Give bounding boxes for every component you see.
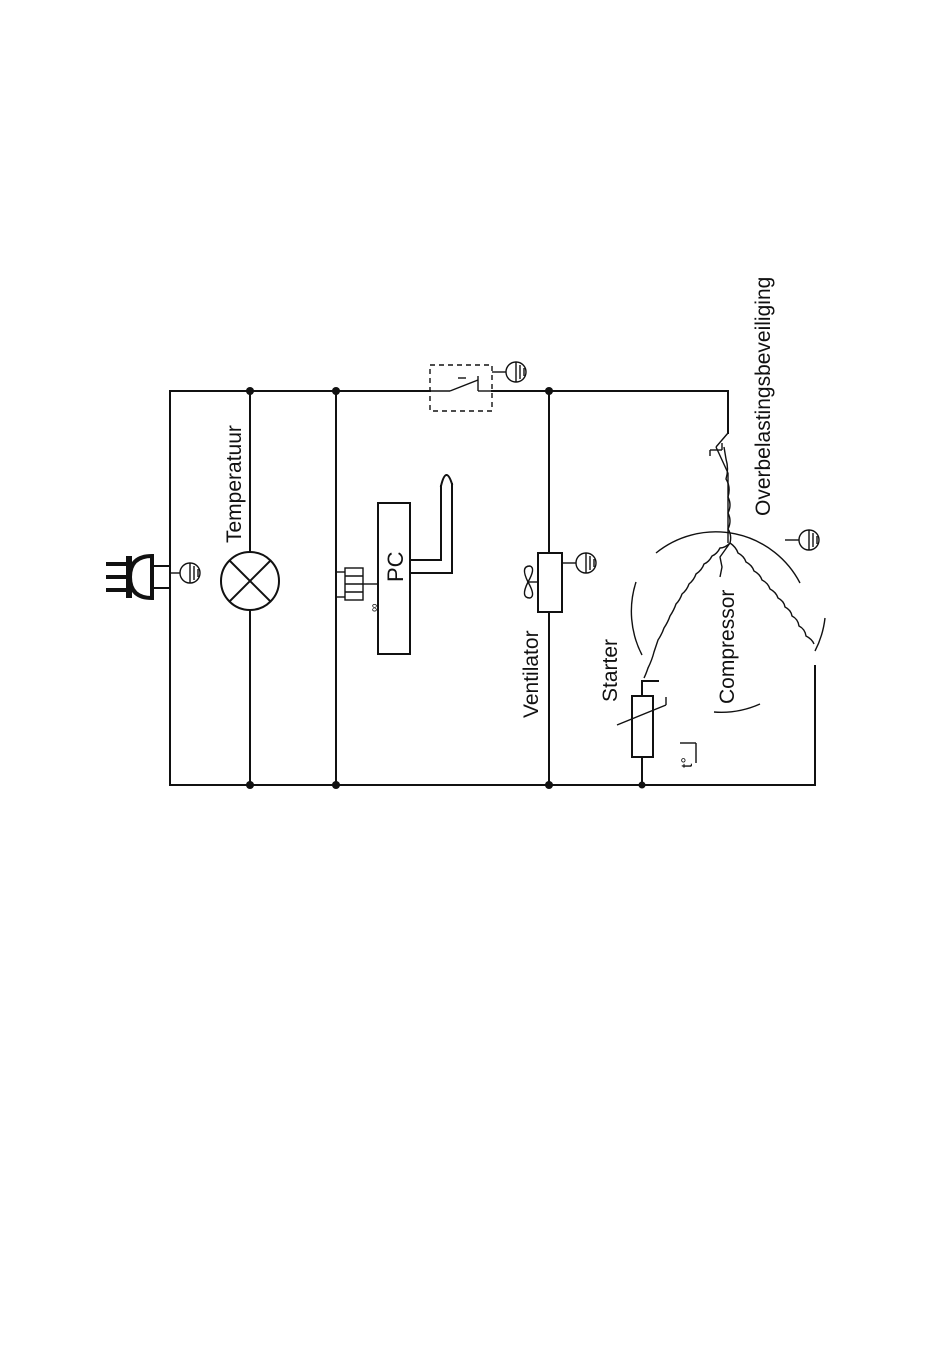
label-temperatuur: Temperatuur bbox=[223, 425, 246, 543]
door-switch bbox=[430, 365, 492, 411]
label-pc: PC bbox=[383, 551, 408, 582]
junction-dots bbox=[246, 387, 646, 789]
lamp-icon bbox=[221, 552, 279, 610]
label-starter: Starter bbox=[599, 639, 622, 702]
ground-icon bbox=[492, 362, 526, 382]
ventilator bbox=[528, 553, 562, 612]
ground-icon bbox=[562, 553, 596, 573]
starter bbox=[617, 681, 696, 763]
ground-icon bbox=[785, 530, 819, 550]
label-ventilator: Ventilator bbox=[520, 630, 543, 718]
overload-protector bbox=[710, 433, 728, 543]
label-overbelastingsbeveiliging: Overbelastingsbeveiliging bbox=[752, 277, 775, 516]
plug-icon bbox=[106, 556, 180, 598]
starter-mark: t° bbox=[679, 757, 696, 768]
label-compressor: Compressor bbox=[716, 590, 739, 704]
ground-icon bbox=[180, 563, 200, 583]
pc-small-mark: ∞ bbox=[367, 603, 381, 612]
